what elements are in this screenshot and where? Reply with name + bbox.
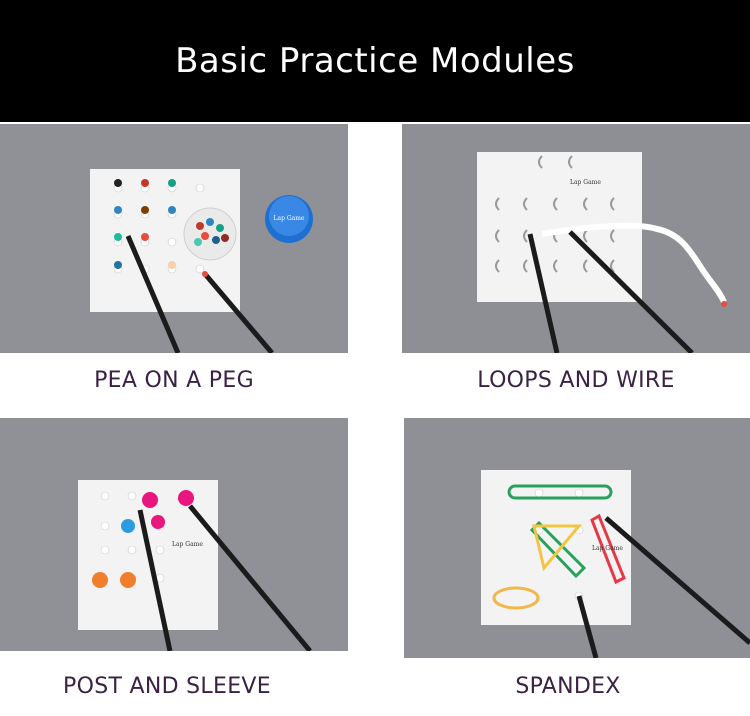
grasper-left [137, 509, 173, 651]
grasper-right [203, 272, 274, 353]
brand-label: Lap Game [274, 215, 305, 222]
beads-on-pegs [114, 179, 176, 269]
grasper-left [576, 595, 599, 658]
module-caption-spandex: SPANDEX [515, 674, 621, 699]
module-caption-loops-and-wire: LOOPS AND WIRE [477, 368, 675, 393]
blue-container: Lap Game [265, 195, 313, 243]
grasper-left [527, 233, 560, 353]
pea-on-a-peg-illustration: Lap Game [0, 124, 348, 353]
elastic-bands [492, 484, 626, 610]
brand-label: Lap Game [570, 179, 601, 186]
brand-label: Lap Game [172, 541, 203, 548]
header-banner: Basic Practice Modules [0, 0, 750, 122]
bead-dish [183, 207, 237, 261]
loops-and-wire-illustration: Lap Game [402, 124, 750, 353]
grasper-right [604, 516, 750, 645]
grasper-right [568, 230, 694, 353]
brand-label: Lap Game [592, 545, 623, 552]
sleeves [92, 490, 194, 588]
post-and-sleeve-illustration: Lap Game [0, 418, 348, 651]
grasper-right [188, 504, 312, 651]
module-caption-pea-on-a-peg: PEA ON A PEG [94, 368, 254, 393]
loops-and-wire-photo: Lap Game [402, 124, 750, 353]
grasper-left [125, 235, 181, 353]
spandex-photo: Lap Game [404, 418, 750, 658]
pea-on-a-peg-photo: Lap Game [0, 124, 348, 353]
module-caption-post-and-sleeve: POST AND SLEEVE [63, 674, 271, 699]
spandex-illustration: Lap Game [404, 418, 750, 658]
white-wire [541, 222, 727, 304]
page-title: Basic Practice Modules [175, 41, 575, 81]
post-and-sleeve-photo: Lap Game [0, 418, 348, 651]
